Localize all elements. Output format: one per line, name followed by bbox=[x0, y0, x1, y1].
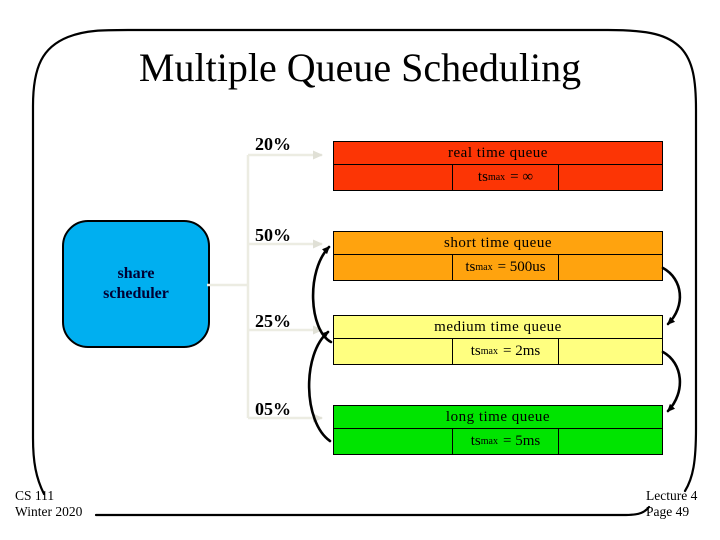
queue-slot bbox=[334, 165, 452, 190]
queue-slot bbox=[559, 255, 662, 280]
ts-subscript: max bbox=[487, 172, 506, 183]
queue-long-time-name: long time queue bbox=[445, 408, 551, 425]
percent-label-short-time: 50% bbox=[255, 225, 291, 245]
queue-medium-time-name: medium time queue bbox=[434, 318, 562, 335]
queue-short-time-title: short time queue bbox=[334, 232, 662, 255]
queue-slot bbox=[559, 429, 662, 454]
footer-course-block: CS 111 Winter 2020 bbox=[15, 488, 82, 520]
ts-subscript: max bbox=[480, 436, 498, 447]
share-connectors bbox=[207, 150, 323, 423]
ts-subscript: max bbox=[475, 262, 493, 273]
footer-lecture: Lecture 4 bbox=[646, 488, 698, 503]
ts-label: ts bbox=[470, 433, 481, 449]
footer-course: CS 111 bbox=[15, 488, 55, 503]
ts-label: ts bbox=[477, 169, 488, 185]
ts-value: = ∞ bbox=[510, 169, 534, 185]
ts-value: = 500us bbox=[497, 259, 546, 275]
share-scheduler-label: share scheduler bbox=[103, 265, 169, 302]
ts-label: ts bbox=[465, 259, 476, 275]
ts-label: ts bbox=[470, 343, 481, 359]
share-scheduler-box: share scheduler bbox=[62, 220, 210, 348]
queue-slot bbox=[334, 339, 452, 364]
footer-term: Winter 2020 bbox=[15, 504, 83, 519]
percent-label-medium-time: 25% bbox=[255, 311, 291, 331]
footer-rule bbox=[94, 505, 651, 517]
queue-slot bbox=[334, 255, 452, 280]
footer-page: Page 49 bbox=[646, 504, 690, 519]
demotion-arrows bbox=[661, 266, 682, 413]
queue-medium-time-title: medium time queue bbox=[334, 316, 662, 339]
slide-title: Multiple Queue Scheduling bbox=[138, 45, 582, 90]
footer-lecture-block: Lecture 4 Page 49 bbox=[646, 488, 697, 520]
percent-label-real-time: 20% bbox=[255, 134, 291, 154]
ts-subscript: max bbox=[480, 346, 498, 357]
queue-slot bbox=[559, 165, 662, 190]
queue-real-time-title: real time queue bbox=[334, 142, 662, 165]
queue-slot bbox=[334, 429, 452, 454]
queue-short-time-name: short time queue bbox=[444, 234, 552, 251]
ts-value: = 5ms bbox=[503, 433, 541, 449]
percent-label-long-time: 05% bbox=[255, 399, 291, 419]
ts-value: = 2ms bbox=[503, 343, 541, 359]
queue-real-time-name: real time queue bbox=[448, 144, 548, 161]
promotion-arrows bbox=[307, 245, 333, 443]
queue-long-time-title: long time queue bbox=[334, 406, 662, 429]
queue-slot bbox=[559, 339, 662, 364]
